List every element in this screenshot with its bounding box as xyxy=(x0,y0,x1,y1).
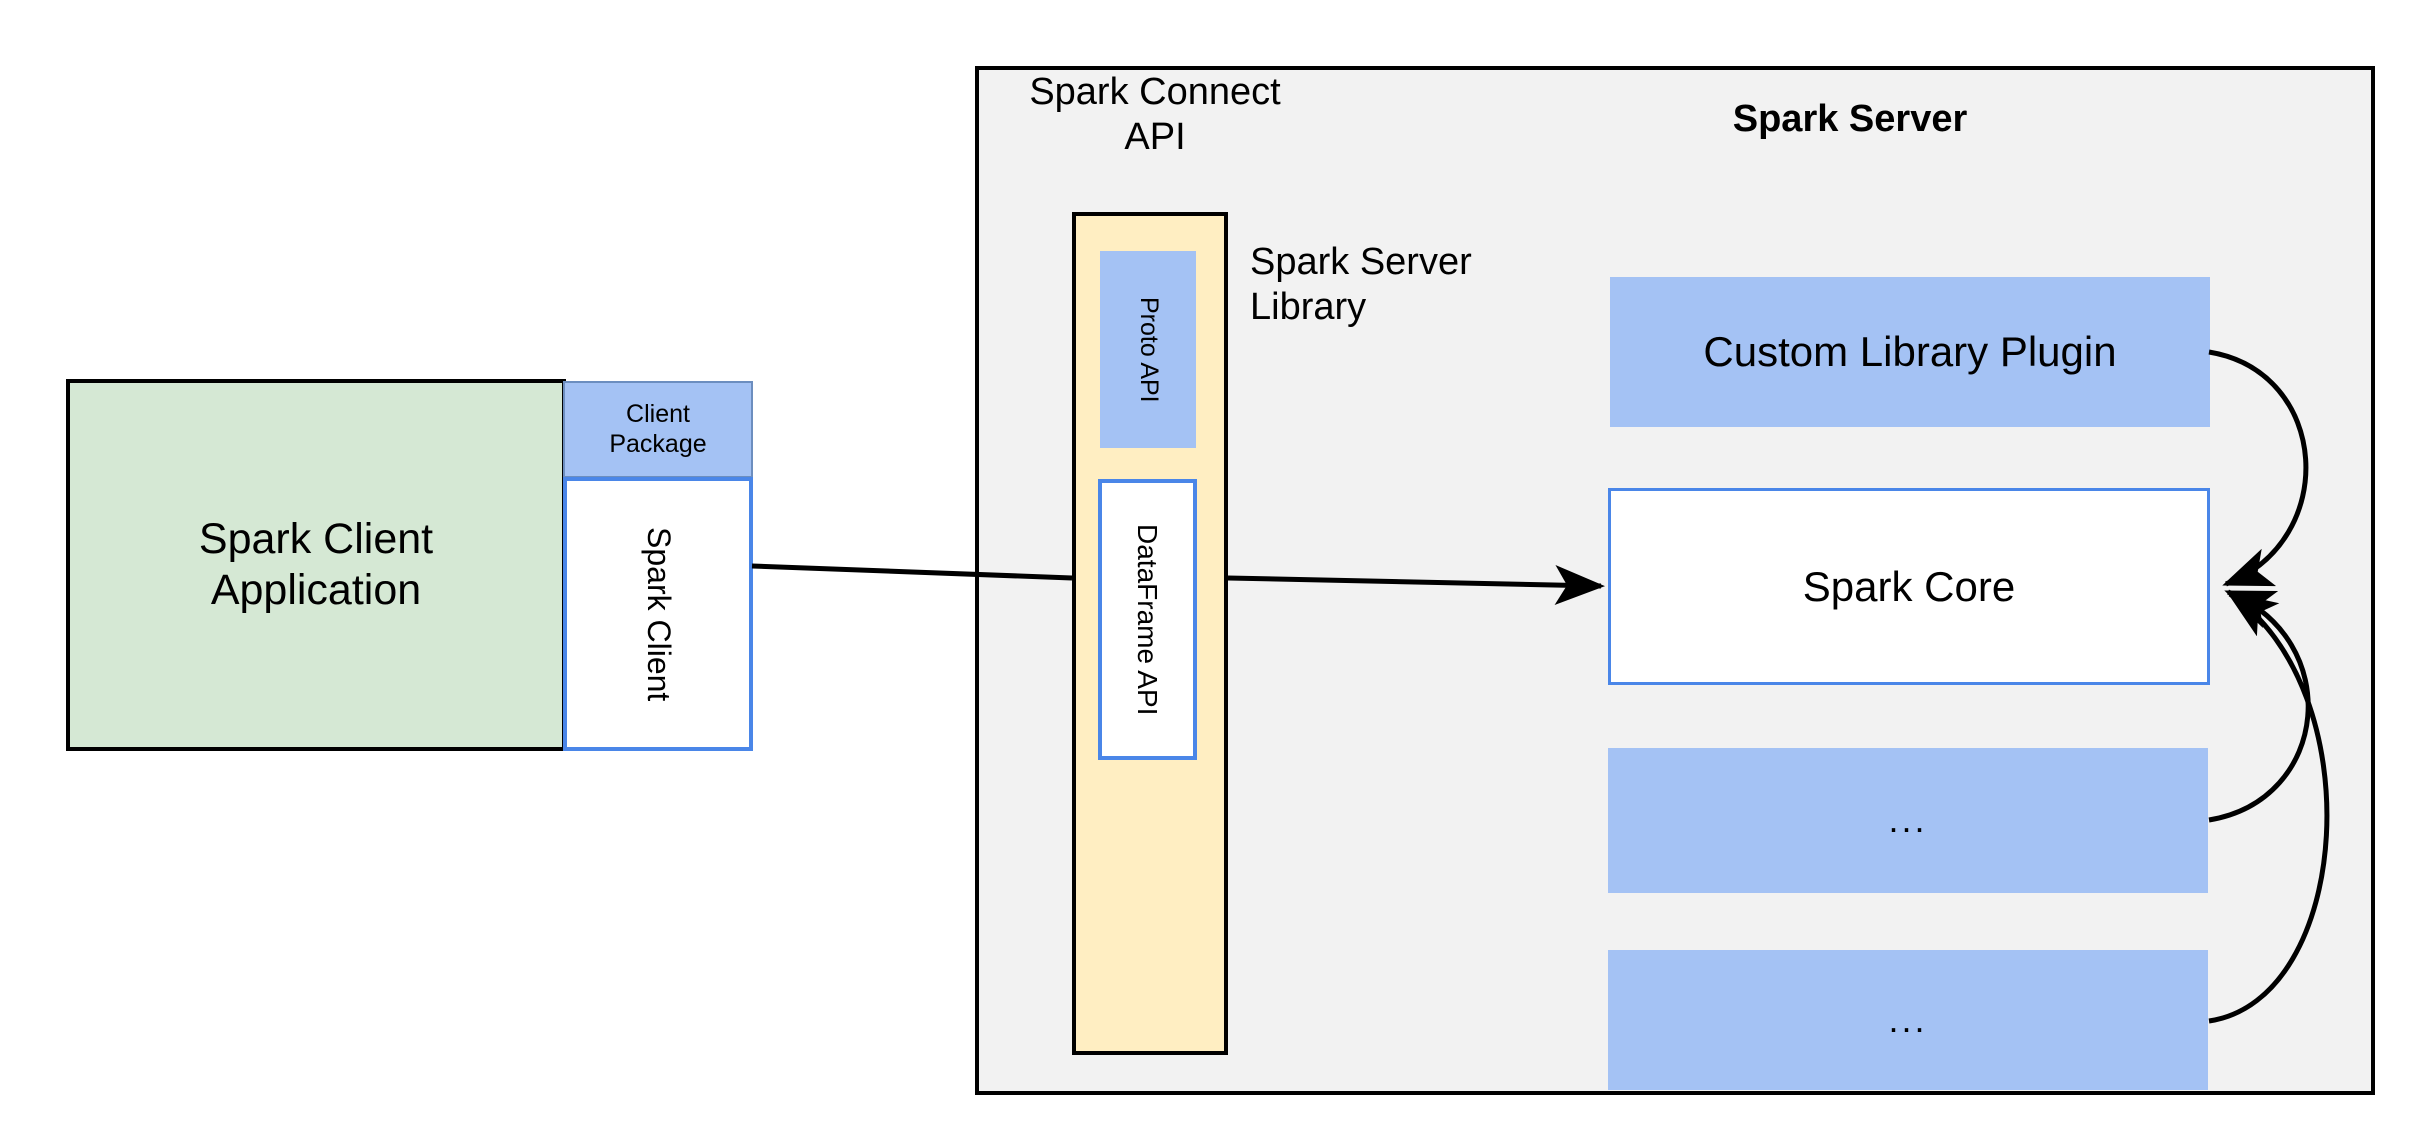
dataframe-api-box: DataFrame API xyxy=(1098,479,1197,760)
spark-client-application-box: Spark Client Application xyxy=(66,379,566,751)
spark-connect-api-label-line1: Spark Connect xyxy=(1029,71,1281,113)
spark-connect-api-label: Spark Connect API xyxy=(1010,70,1300,158)
client-package-box: Client Package xyxy=(563,381,753,478)
spark-client-label: Spark Client xyxy=(640,526,677,702)
dataframe-api-label: DataFrame API xyxy=(1132,523,1164,716)
spark-server-library-label: Spark Server Library xyxy=(1250,240,1580,340)
spark-client-box: Spark Client xyxy=(563,477,753,751)
proto-api-label: Proto API xyxy=(1134,296,1163,403)
client-app-label-line2: Application xyxy=(210,566,422,614)
client-package-label-line1: Client xyxy=(626,400,690,428)
proto-api-box: Proto API xyxy=(1100,251,1196,448)
server-component-ellipsis-2: ... xyxy=(1608,950,2208,1090)
spark-server-library-label-line1: Spark Server xyxy=(1250,241,1472,283)
server-component-ellipsis-1: ... xyxy=(1608,748,2208,893)
spark-connect-api-label-line2: API xyxy=(1124,115,1186,158)
custom-library-plugin-box: Custom Library Plugin xyxy=(1610,277,2210,427)
spark-core-box: Spark Core xyxy=(1608,488,2210,685)
client-app-label-line1: Spark Client xyxy=(198,515,434,564)
spark-server-title: Spark Server xyxy=(1732,97,1968,140)
spark-server-library-label-line2: Library xyxy=(1250,285,1367,328)
client-package-label-line2: Package xyxy=(609,429,707,458)
